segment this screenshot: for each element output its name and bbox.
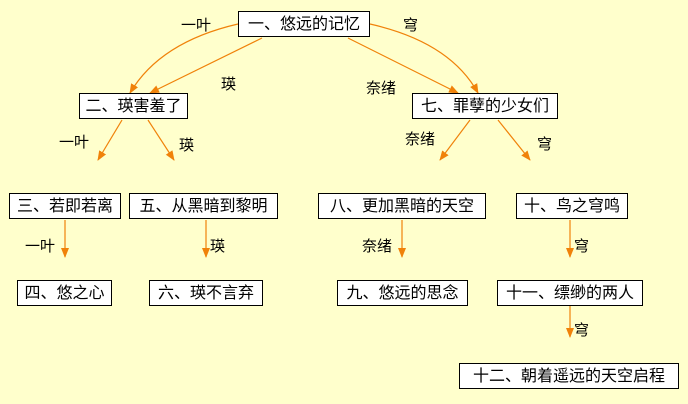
chapter-node-10: 十、鸟之穹鸣: [516, 193, 628, 219]
edge-label-akira: 瑛: [179, 136, 195, 154]
chapter-node-11: 十一、缥缈的两人: [497, 280, 643, 306]
chapter-node-2: 二、瑛害羞了: [79, 93, 188, 119]
edge-akira-n1-n2: [149, 37, 263, 94]
chapter-node-12: 十二、朝着遥远的天空启程: [459, 363, 679, 389]
edge-label-nao: 奈绪: [405, 130, 436, 148]
edge-label-kazuha: 一叶: [59, 133, 90, 151]
chapter-node-6: 六、瑛不言弃: [149, 280, 263, 306]
edge-label-kazuha: 一叶: [181, 16, 212, 34]
edge-sora-n7-n10: [497, 119, 531, 161]
edge-nao-n1-n7: [347, 37, 459, 94]
edge-kazuha-n2-n3: [97, 119, 123, 161]
edge-sora-n1-n7: [369, 23, 479, 94]
chapter-node-4: 四、悠之心: [17, 280, 112, 306]
chapter-node-7: 七、罪孽的少女们: [412, 93, 558, 119]
chapter-node-5: 五、从黑暗到黎明: [129, 193, 278, 219]
edge-kazuha-n1-n2: [129, 23, 239, 94]
edge-label-sora: 穹: [574, 321, 590, 339]
edge-label-akira: 瑛: [210, 237, 226, 255]
chapter-node-8: 八、更加黑暗的天空: [318, 193, 486, 219]
edge-nao-n7-n8: [439, 119, 471, 161]
chapter-node-1: 一、悠远的记忆: [238, 11, 370, 37]
chapter-node-9: 九、悠远的思念: [337, 280, 468, 306]
edge-label-kazuha: 一叶: [25, 237, 56, 255]
edge-label-nao: 奈绪: [362, 237, 393, 255]
edge-label-akira: 瑛: [221, 75, 237, 93]
edge-label-sora: 穹: [403, 16, 419, 34]
edge-akira-n2-n5: [147, 119, 175, 161]
edge-label-sora: 穹: [537, 135, 553, 153]
edge-label-sora: 穹: [574, 237, 590, 255]
edge-label-nao: 奈绪: [366, 79, 397, 97]
chapter-node-3: 三、若即若离: [9, 193, 121, 219]
